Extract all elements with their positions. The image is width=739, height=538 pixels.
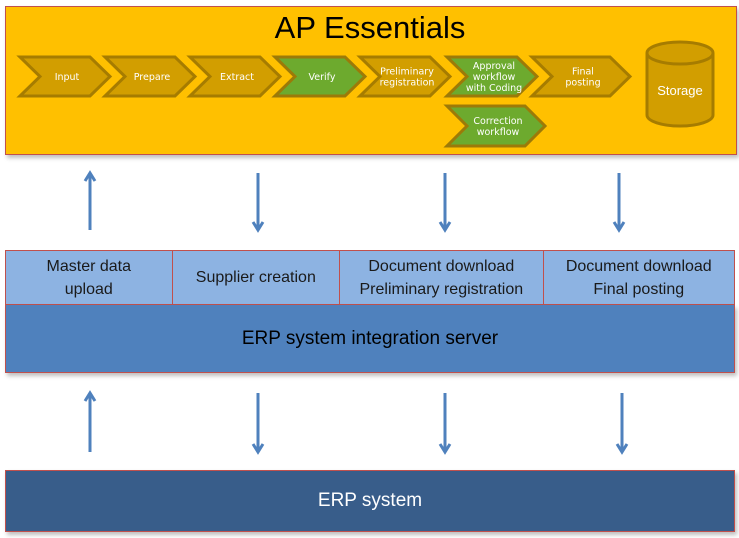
arrow-down-icon	[617, 393, 627, 452]
storage-cylinder-top	[647, 42, 713, 64]
arrow-down-icon	[253, 173, 263, 230]
arrow-down-icon	[253, 393, 263, 452]
process-step-preliminary-registration[interactable]: Preliminaryregistration	[360, 57, 450, 96]
arrow-up-icon	[85, 173, 95, 230]
arrow-down-icon	[440, 393, 450, 452]
process-step-approval-workflow-with-coding[interactable]: Approvalworkflowwith Coding	[447, 57, 537, 96]
module-supplier-creation[interactable]: Supplier creation	[173, 251, 341, 304]
arrow-down-icon	[614, 173, 624, 230]
module-document-download-final[interactable]: Document download Final posting	[544, 251, 734, 304]
process-step-label: Preliminary	[380, 67, 434, 78]
process-steps: Input Prepare Extract Verify Preliminaryregi…	[20, 57, 630, 146]
integration-modules: Master data upload Supplier creation Doc…	[5, 250, 735, 305]
process-step-label: Verify	[309, 72, 336, 83]
process-step-label: workflow	[477, 127, 520, 138]
arrow-up-icon	[85, 393, 95, 452]
process-step-label: workflow	[473, 72, 516, 83]
process-step-correction-workflow[interactable]: Correctionworkflow	[447, 106, 545, 146]
process-step-input[interactable]: Input	[20, 57, 110, 96]
process-step-extract[interactable]: Extract	[190, 57, 280, 96]
process-step-label: registration	[380, 78, 435, 89]
process-step-label: Correction	[473, 116, 522, 127]
process-step-final-posting[interactable]: Finalposting	[532, 57, 630, 96]
process-step-label: Prepare	[134, 72, 171, 83]
process-step-label: with Coding	[466, 83, 522, 94]
module-document-download-preliminary[interactable]: Document download Preliminary registrati…	[340, 251, 543, 304]
process-step-label: Approval	[473, 61, 515, 72]
process-step-label: Input	[55, 72, 80, 83]
storage-label: Storage	[657, 83, 703, 98]
process-step-label: Final	[572, 67, 594, 78]
process-step-prepare[interactable]: Prepare	[105, 57, 195, 96]
erp-system[interactable]: ERP system	[5, 470, 735, 532]
module-master-data-upload[interactable]: Master data upload	[6, 251, 173, 304]
process-step-label: posting	[565, 78, 600, 89]
erp-integration-server[interactable]: ERP system integration server	[5, 305, 735, 373]
storage-cylinder: Storage	[647, 42, 713, 126]
process-step-verify[interactable]: Verify	[275, 57, 365, 96]
arrow-down-icon	[440, 173, 450, 230]
process-step-label: Extract	[220, 72, 254, 83]
